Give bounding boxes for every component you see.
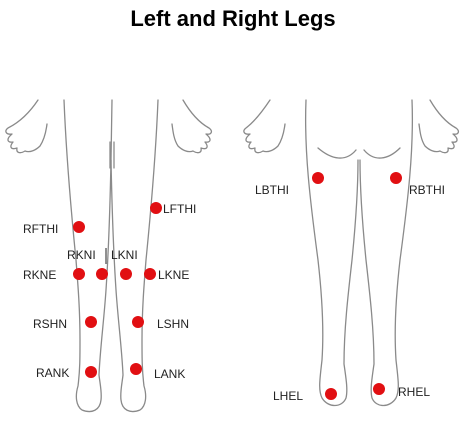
front-leg-outline — [63, 99, 113, 413]
label-lkni: LKNI — [111, 248, 138, 262]
front-view — [5, 99, 213, 413]
back-leg-outline — [304, 99, 359, 407]
front-leg-outline — [110, 99, 159, 413]
marker-lbthi — [312, 172, 324, 184]
marker-rkni — [96, 268, 108, 280]
marker-rkne — [73, 268, 85, 280]
marker-lkni — [120, 268, 132, 280]
back-right-hand-outline — [418, 99, 460, 154]
label-lhel: LHEL — [273, 389, 303, 403]
figure-title: Left and Right Legs — [130, 6, 336, 31]
back-leg-outline — [359, 99, 414, 407]
back-left-hand-outline — [243, 99, 286, 154]
marker-rhel — [373, 383, 385, 395]
label-rbthi: RBTHI — [409, 183, 445, 197]
label-rkni: RKNI — [67, 248, 96, 262]
label-lank: LANK — [154, 367, 185, 381]
back-gluteal-line — [317, 147, 401, 159]
label-rank: RANK — [36, 366, 69, 380]
label-lbthi: LBTHI — [255, 183, 289, 197]
marker-rbthi — [390, 172, 402, 184]
marker-lhel — [325, 388, 337, 400]
front-markers: LFTHI RFTHI RKNI LKNI RKNE LKNE RSHN LSH… — [23, 202, 196, 381]
marker-lshn — [132, 316, 144, 328]
back-view — [243, 99, 460, 407]
marker-lank — [130, 363, 142, 375]
back-markers: LBTHI RBTHI LHEL RHEL — [255, 172, 445, 403]
front-right-hand-outline — [171, 99, 213, 154]
label-rshn: RSHN — [33, 317, 67, 331]
label-lfthi: LFTHI — [163, 202, 196, 216]
label-lkne: LKNE — [158, 268, 189, 282]
label-rkne: RKNE — [23, 268, 56, 282]
label-rfthi: RFTHI — [23, 222, 58, 236]
marker-lfthi — [150, 202, 162, 214]
marker-rank — [85, 366, 97, 378]
front-left-hand-outline — [5, 99, 48, 154]
marker-rshn — [85, 316, 97, 328]
label-lshn: LSHN — [157, 317, 189, 331]
marker-rfthi — [73, 221, 85, 233]
front-crotch-line — [109, 141, 115, 169]
label-rhel: RHEL — [398, 385, 430, 399]
marker-lkne — [144, 268, 156, 280]
